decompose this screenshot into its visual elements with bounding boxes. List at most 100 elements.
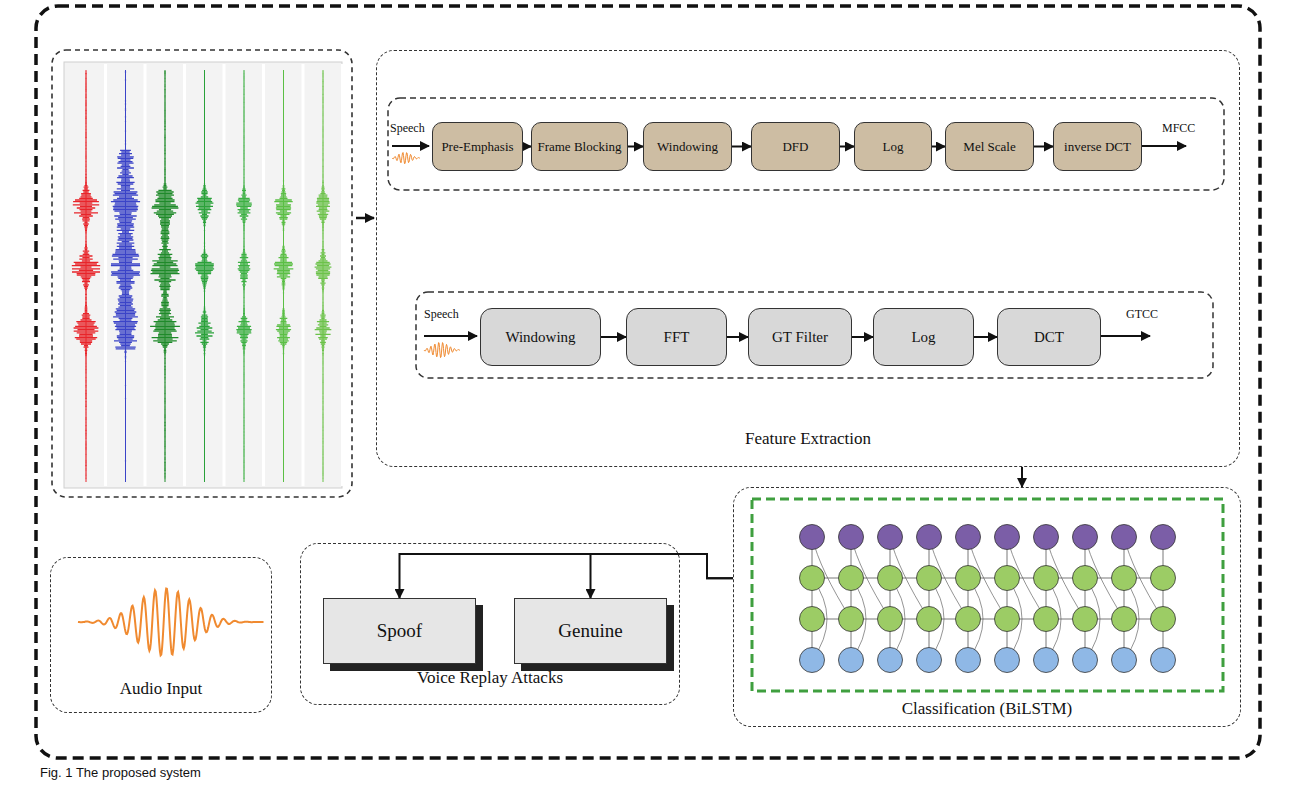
- flow-arrow: [932, 146, 945, 148]
- process-box: inverse DCT: [1053, 122, 1142, 171]
- strip-divider: [302, 64, 305, 486]
- bilstm-link: [1085, 537, 1086, 660]
- strip-divider: [262, 64, 265, 486]
- signal-label: GTCC: [1126, 307, 1158, 321]
- bilstm-cell: [1073, 607, 1098, 632]
- bilstm-cell: [956, 648, 981, 673]
- group-title: Audio Input: [51, 679, 271, 699]
- bilstm-cell: [800, 566, 825, 591]
- trace: [150, 72, 180, 478]
- bilstm-cell: [1112, 607, 1137, 632]
- flow-arrow: [840, 146, 854, 148]
- bilstm-cell: [1112, 566, 1137, 591]
- bilstm-link: [1163, 537, 1164, 660]
- result-box: Genuine: [514, 598, 667, 664]
- bilstm-cell: [995, 607, 1020, 632]
- input-arrow: [392, 145, 429, 147]
- process-box: GT Filter: [748, 308, 852, 366]
- mfcc-row-frame: [388, 98, 1224, 190]
- box-label: GT Filter: [772, 329, 828, 346]
- bilstm-cell: [917, 525, 942, 550]
- box-label: Windowing: [505, 329, 575, 346]
- bilstm-cell: [956, 607, 981, 632]
- flow-arrow: [628, 146, 643, 148]
- flow-arrow: [727, 336, 748, 338]
- group-title: Feature Extraction: [377, 429, 1239, 449]
- bilstm-cell: [1073, 648, 1098, 673]
- box-label: Pre-Emphasis: [441, 139, 513, 155]
- bilstm-cell: [878, 648, 903, 673]
- bilstm-cell: [839, 648, 864, 673]
- output-arrow: [1101, 335, 1150, 337]
- signal-label: Speech: [390, 121, 425, 135]
- strip-divider: [104, 64, 107, 486]
- bilstm-cell: [995, 648, 1020, 673]
- bilstm-cell: [839, 525, 864, 550]
- waveform-panel: [52, 50, 352, 497]
- bilstm-link: [890, 537, 891, 660]
- strip-divider: [223, 64, 226, 486]
- label-holder: GTCC: [1126, 304, 1158, 322]
- trace: [315, 72, 332, 478]
- gtcc-row-frame: [416, 292, 1213, 378]
- signal-label: MFCC: [1162, 121, 1195, 135]
- box-label: DCT: [1034, 329, 1064, 346]
- signal-label: Speech: [424, 307, 459, 321]
- bilstm-cell: [1112, 525, 1137, 550]
- box-label: Spoof: [377, 620, 422, 642]
- flow-arrow: [1021, 467, 1023, 487]
- bilstm-cell: [1034, 566, 1059, 591]
- bilstm-cell: [800, 607, 825, 632]
- trace: [111, 72, 140, 478]
- voice-replay-attacks-box: Voice Replay Attacks Spoof Genuine: [300, 543, 680, 705]
- bilstm-cell: [1151, 607, 1176, 632]
- process-box: Windowing: [643, 122, 732, 171]
- bilstm-cell: [956, 525, 981, 550]
- bilstm-cell: [878, 525, 903, 550]
- figure-caption: Fig. 1 The proposed system: [40, 765, 201, 780]
- bilstm-cell: [1034, 607, 1059, 632]
- label-holder: Speech: [390, 118, 425, 136]
- strip-divider: [341, 64, 344, 486]
- bilstm-link: [851, 537, 852, 660]
- bilstm-cell: [1151, 525, 1176, 550]
- process-box: Frame Blocking: [531, 122, 628, 171]
- bilstm-frame: [752, 499, 1223, 691]
- flow-arrow: [523, 146, 531, 148]
- bilstm-network: [800, 525, 1176, 673]
- bilstm-cell: [800, 648, 825, 673]
- bilstm-cell: [917, 566, 942, 591]
- bilstm-cell: [1034, 525, 1059, 550]
- bilstm-cell: [917, 648, 942, 673]
- bilstm-cell: [1151, 648, 1176, 673]
- audio-waveform: [78, 589, 264, 656]
- bilstm-link: [812, 537, 813, 660]
- bilstm-cell: [800, 525, 825, 550]
- input-arrow: [424, 335, 477, 337]
- speech-wave: [424, 343, 460, 358]
- bilstm-cell: [878, 566, 903, 591]
- box-label: Log: [883, 139, 904, 155]
- bilstm-cell: [956, 566, 981, 591]
- process-box: Pre-Emphasis: [432, 122, 523, 171]
- box-label: Mel Scale: [963, 139, 1015, 155]
- group-title: Voice Replay Attacks: [301, 668, 679, 688]
- box-label: Windowing: [657, 139, 718, 155]
- process-box: Log: [873, 308, 974, 366]
- bilstm-cell: [995, 566, 1020, 591]
- outer-frame: [36, 6, 1260, 758]
- bilstm-link: [929, 537, 930, 660]
- flow-arrow: [974, 336, 997, 338]
- label-holder: MFCC: [1162, 118, 1195, 136]
- label-holder: Speech: [424, 304, 459, 322]
- flow-arrow: [601, 336, 626, 338]
- bilstm-link: [1124, 537, 1125, 660]
- flow-arrow: [852, 336, 873, 338]
- box-label: FFT: [664, 329, 690, 346]
- bilstm-cell: [1073, 525, 1098, 550]
- process-box: FFT: [626, 308, 727, 366]
- result-box: Spoof: [323, 598, 476, 664]
